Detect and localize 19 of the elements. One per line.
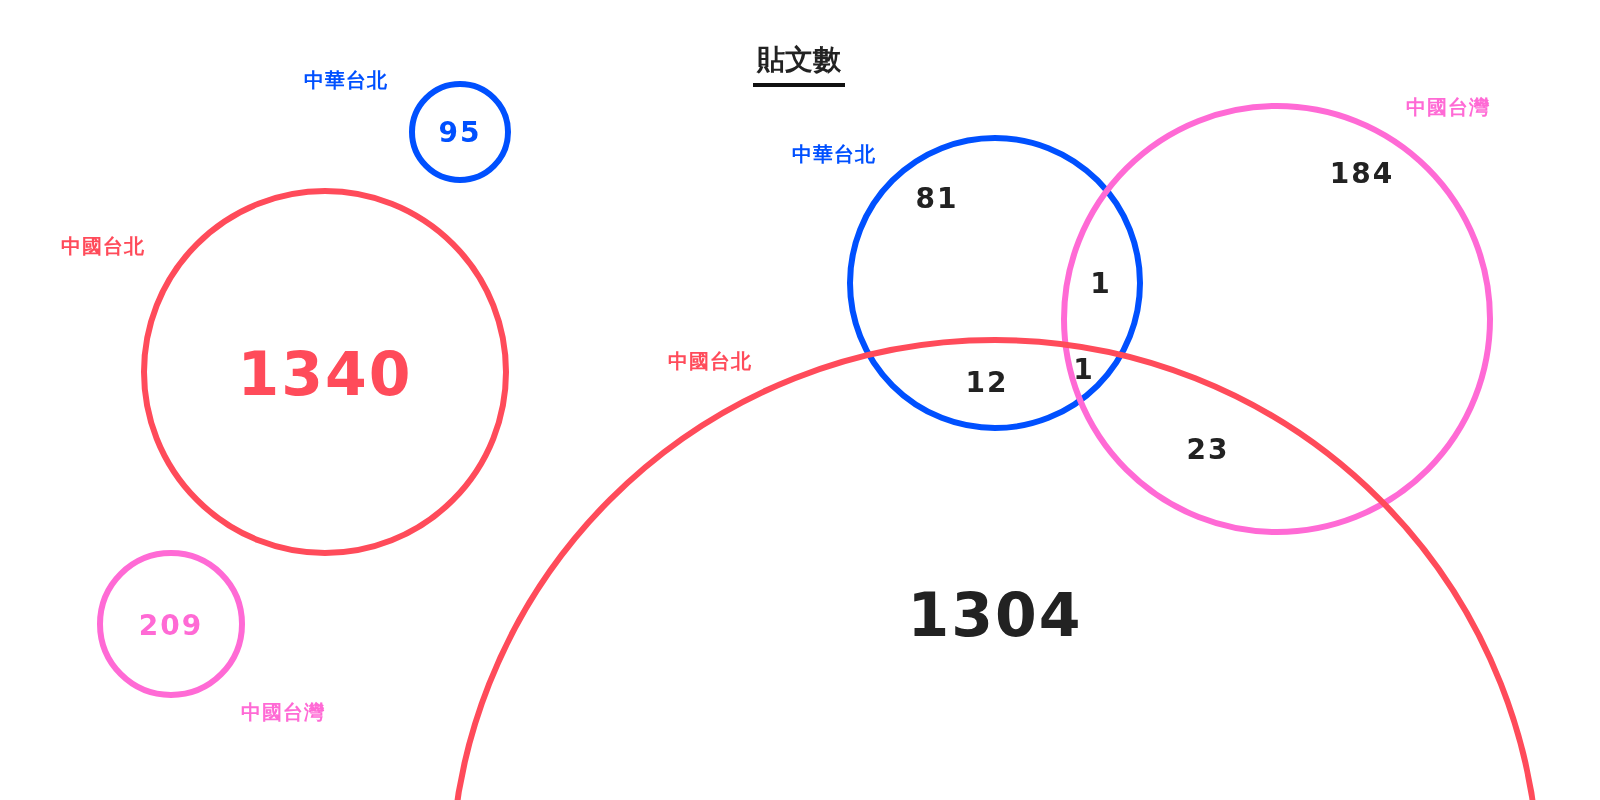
chart-title: 貼文數 xyxy=(753,41,845,87)
bubble-circle xyxy=(97,550,245,698)
category-label: 中國台灣 xyxy=(1406,93,1490,121)
bubble-circle xyxy=(409,81,511,183)
overlap-count: 1 xyxy=(1073,352,1095,386)
count-number: 209 xyxy=(138,608,204,642)
category-label: 中國台北 xyxy=(61,232,145,260)
category-label: 中國台北 xyxy=(668,347,752,375)
overlap-count: 23 xyxy=(1186,432,1230,466)
count-number: 1340 xyxy=(237,339,413,409)
overlap-count: 1 xyxy=(1090,266,1112,300)
overlap-count: 12 xyxy=(965,365,1009,399)
count-number: 184 xyxy=(1329,156,1395,190)
category-label: 中華台北 xyxy=(304,66,388,94)
count-number: 81 xyxy=(915,181,959,215)
count-number: 1304 xyxy=(907,580,1083,650)
category-label: 中華台北 xyxy=(792,140,876,168)
count-number: 95 xyxy=(438,115,482,149)
category-label: 中國台灣 xyxy=(241,698,325,726)
